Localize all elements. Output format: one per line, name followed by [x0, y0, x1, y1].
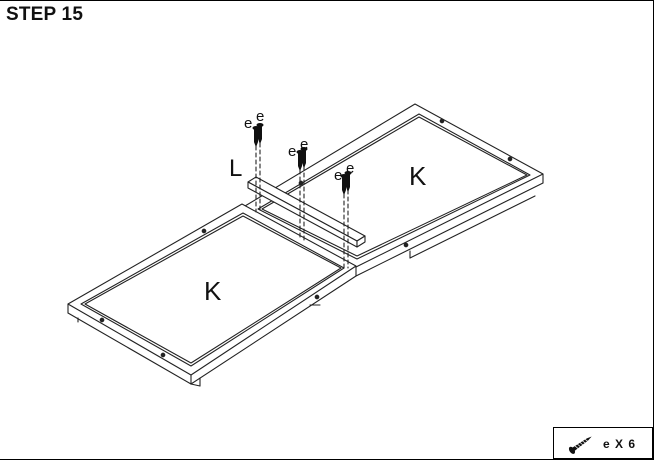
panel-k-right-label: K: [409, 161, 427, 191]
screw-label: e: [334, 167, 342, 184]
screw-label: e: [288, 143, 296, 160]
step-title: STEP 15: [6, 4, 84, 25]
hardware-legend: e X 6: [553, 427, 653, 459]
bar-l: [247, 176, 366, 248]
screw-icon: [568, 436, 592, 454]
screw-label: e: [256, 108, 264, 125]
screw-label: e: [300, 136, 308, 153]
hardware-quantity: e X 6: [603, 437, 637, 451]
bar-l-label: L: [229, 155, 242, 182]
screw-label: e: [346, 160, 354, 177]
panel-k-left-label: K: [204, 276, 222, 306]
screw-icon: [252, 123, 352, 195]
screws-group: [255, 142, 349, 269]
screw-label: e: [244, 115, 252, 132]
